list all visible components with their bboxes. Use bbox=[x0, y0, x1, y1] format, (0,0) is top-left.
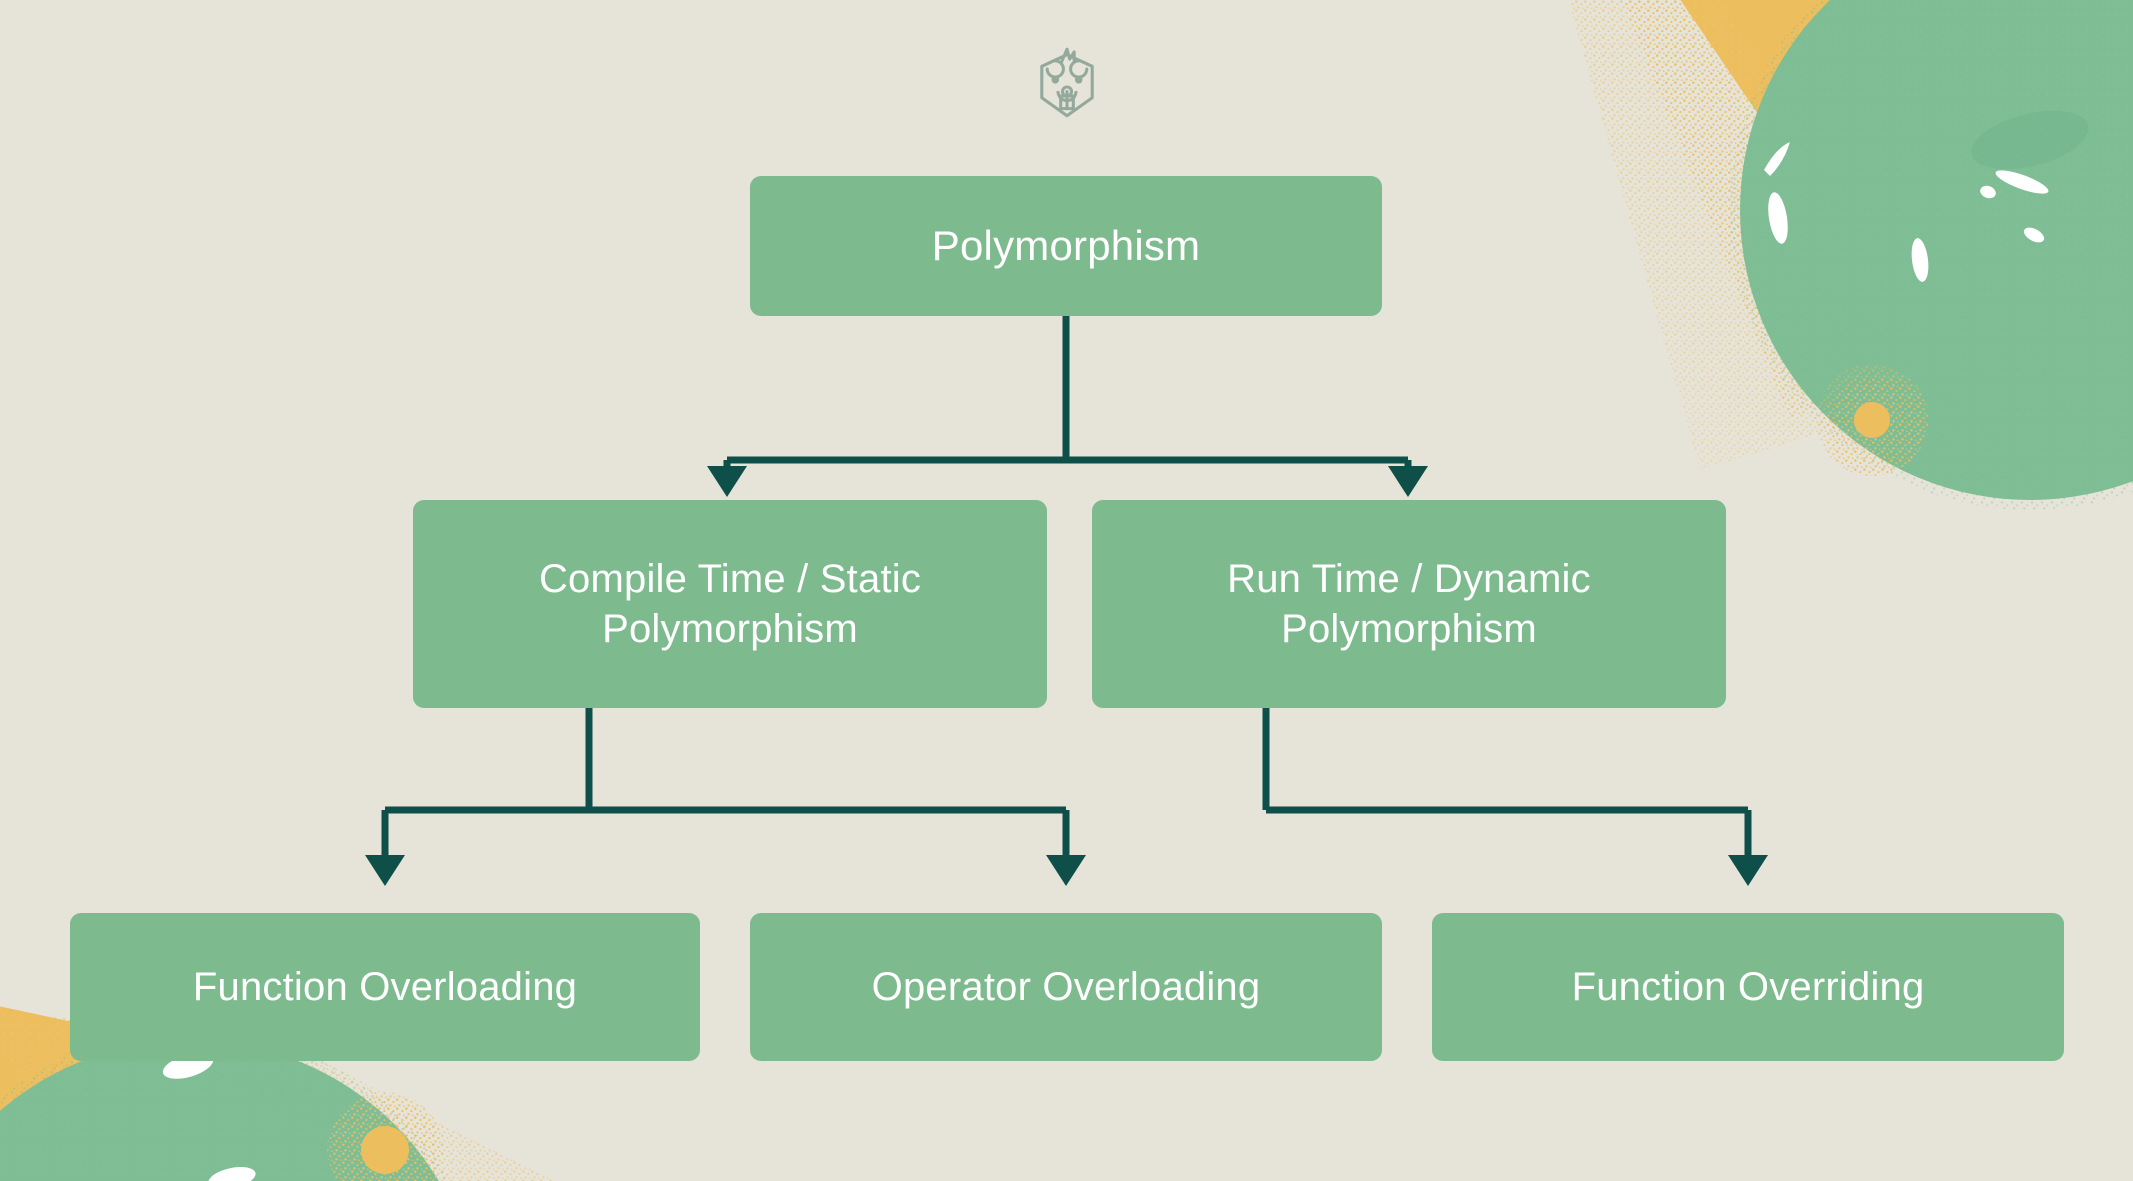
green-circle-top-right bbox=[1730, 0, 2133, 510]
white-accent-marks-top-right bbox=[1764, 142, 2049, 282]
arrowhead-to-function-overriding bbox=[1728, 855, 1768, 886]
node-function-overriding[interactable]: Function Overriding bbox=[1432, 913, 2064, 1061]
gold-dot-top-right bbox=[1816, 364, 1928, 476]
node-function-overloading[interactable]: Function Overloading bbox=[70, 913, 700, 1061]
gold-dot-bottom-left bbox=[327, 1092, 443, 1181]
arrowhead-to-operator-overloading bbox=[1046, 855, 1086, 886]
arrowhead-to-compile-time bbox=[707, 466, 747, 497]
node-run-time-dynamic[interactable]: Run Time / Dynamic Polymorphism bbox=[1092, 500, 1726, 708]
arrowhead-to-function-overloading bbox=[365, 855, 405, 886]
node-compile-time-static[interactable]: Compile Time / Static Polymorphism bbox=[413, 500, 1047, 708]
node-operator-overloading[interactable]: Operator Overloading bbox=[750, 913, 1382, 1061]
beaver-logo-icon bbox=[1040, 47, 1094, 118]
node-polymorphism[interactable]: Polymorphism bbox=[750, 176, 1382, 316]
arrowhead-to-run-time bbox=[1388, 466, 1428, 497]
gold-wedge-top-right bbox=[1568, 0, 2133, 470]
